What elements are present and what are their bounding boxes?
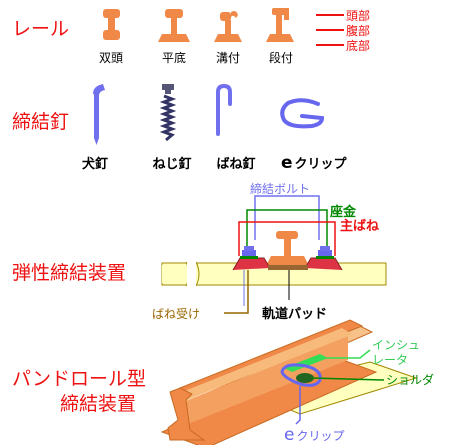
left-clip-assembly [232,246,271,271]
rail-part-label: 腹部 [346,23,370,38]
pandrol-e-clip-pointer [295,386,301,425]
rail-stepped-icon [266,8,294,42]
rail-type-label: 双頭 [99,51,123,65]
washer-label: 座金 [329,204,357,220]
pandrol-rail-icon [160,319,378,445]
right-clip-assembly [304,246,343,271]
spring-receiver-line [224,270,249,314]
spring-spike-icon [216,83,232,136]
main-spring-label: 主ばね [340,218,379,234]
rail-section-title: レール [12,18,69,40]
shoulder-icon [296,373,314,383]
pad-label: 軌道パッド [262,306,327,322]
e-clip-icon [280,98,325,129]
pandrol-e-clip-letter: e [284,425,294,445]
rail-double-head-icon [103,9,120,40]
spring-receiver-label: ばね受け [152,307,200,321]
shoulder-label: ショルダ [386,372,434,387]
rail-type-label: 平底 [162,50,186,65]
e-clip-rest: クリップ [295,157,348,172]
main-spring-bracket-lines [238,221,336,256]
screw-spike-icon [159,84,177,142]
rail-type-label: 段付 [269,50,293,65]
insulator-label-line1: インシュ [372,338,420,352]
insulator-label-line2: レータ [372,353,408,367]
pandrol-e-clip-rest: クリップ [296,429,344,443]
insulator-pointer [322,349,371,359]
rail-type-label: 溝付 [216,51,240,65]
rail-grooved-icon [214,11,242,42]
pandrol-title-line2: 締結装置 [60,393,136,415]
spike-type-label: ばね釘 [216,156,255,172]
pandrol-title-line1: パンドロール型 [12,368,146,390]
spike-section-title: 締結釘 [12,111,69,133]
dog-spike-icon [93,84,105,145]
spike-type-label: ねじ釘 [152,156,191,172]
rail-part-label: 頭部 [346,8,370,23]
washer-bracket-lines [246,209,328,251]
rail-flat-bottom-icon [158,9,190,42]
pandrol-e-clip-icon [280,363,322,387]
rail-parts-legend [316,14,344,46]
spike-type-label: 犬釘 [82,156,108,172]
bolt-bracket-lines [254,195,320,240]
insulator-icon [284,354,328,372]
elastic-section-title: 弾性締結装置 [12,262,126,284]
elastic-rail-icon [266,231,309,266]
track-pad-icon [268,265,308,270]
e-clip-letter: e [281,153,293,173]
rail-part-label: 底部 [346,38,370,53]
bolt-label: 締結ボルト [250,181,310,196]
shoulder-pointer [311,377,385,381]
